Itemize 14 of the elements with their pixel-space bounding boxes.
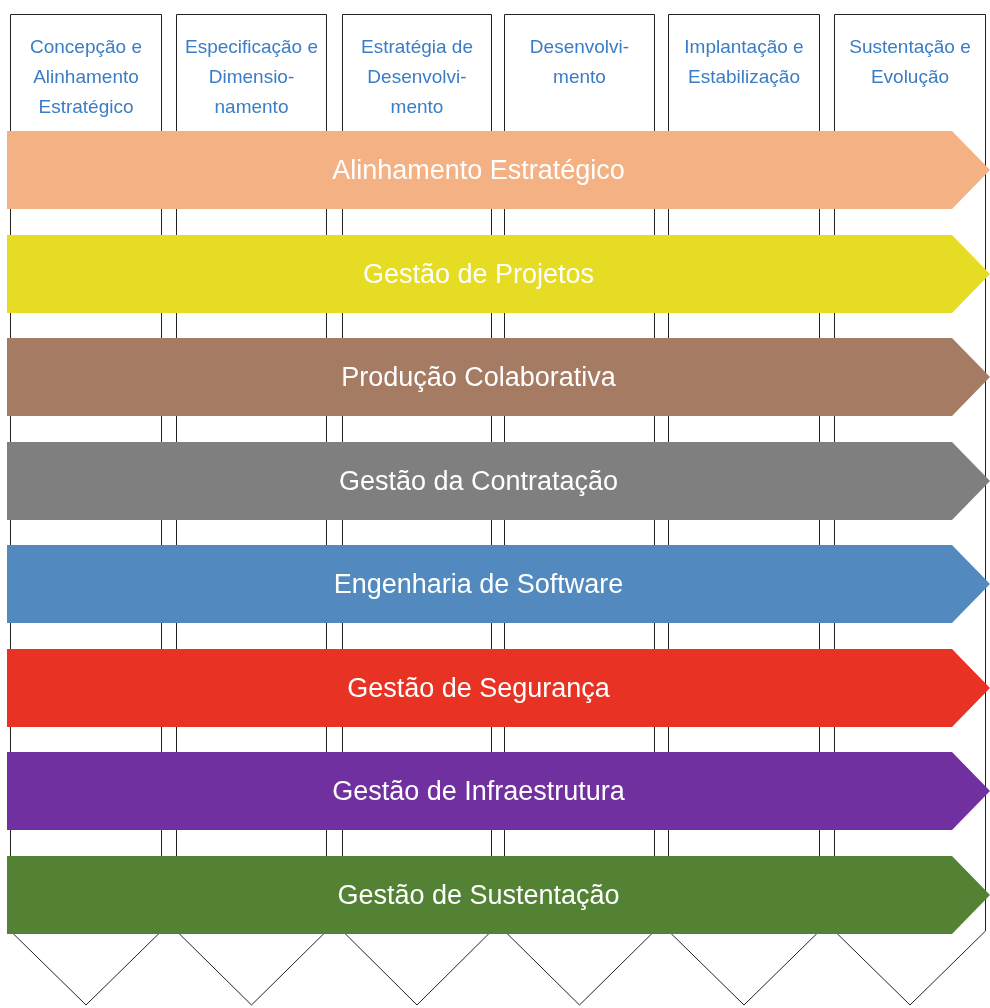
process-label: Engenharia de Software	[333, 568, 624, 599]
phase-title: Concepção e Alinhamento Estratégico	[29, 35, 143, 119]
phase-title: Implantação e Estabilização	[683, 35, 805, 89]
phase-title: Estratégia de Desenvolvi- mento	[360, 35, 474, 119]
phase-title: Especificação e Dimensio- namento	[183, 35, 320, 119]
process-label: Alinhamento Estratégico	[332, 154, 625, 185]
process-label: Gestão de Projetos	[362, 258, 595, 288]
process-label: Produção Colaborativa	[341, 361, 616, 392]
process-label: Gestão de Sustentação	[337, 879, 620, 909]
phase-title: Desenvolvi- mento	[528, 35, 631, 89]
process-label: Gestão de Segurança	[347, 672, 610, 702]
process-label: Gestão de Infraestrutura	[332, 775, 625, 806]
process-label: Gestão da Contratação	[338, 465, 619, 495]
phase-title: Sustentação e Evolução	[848, 35, 972, 89]
